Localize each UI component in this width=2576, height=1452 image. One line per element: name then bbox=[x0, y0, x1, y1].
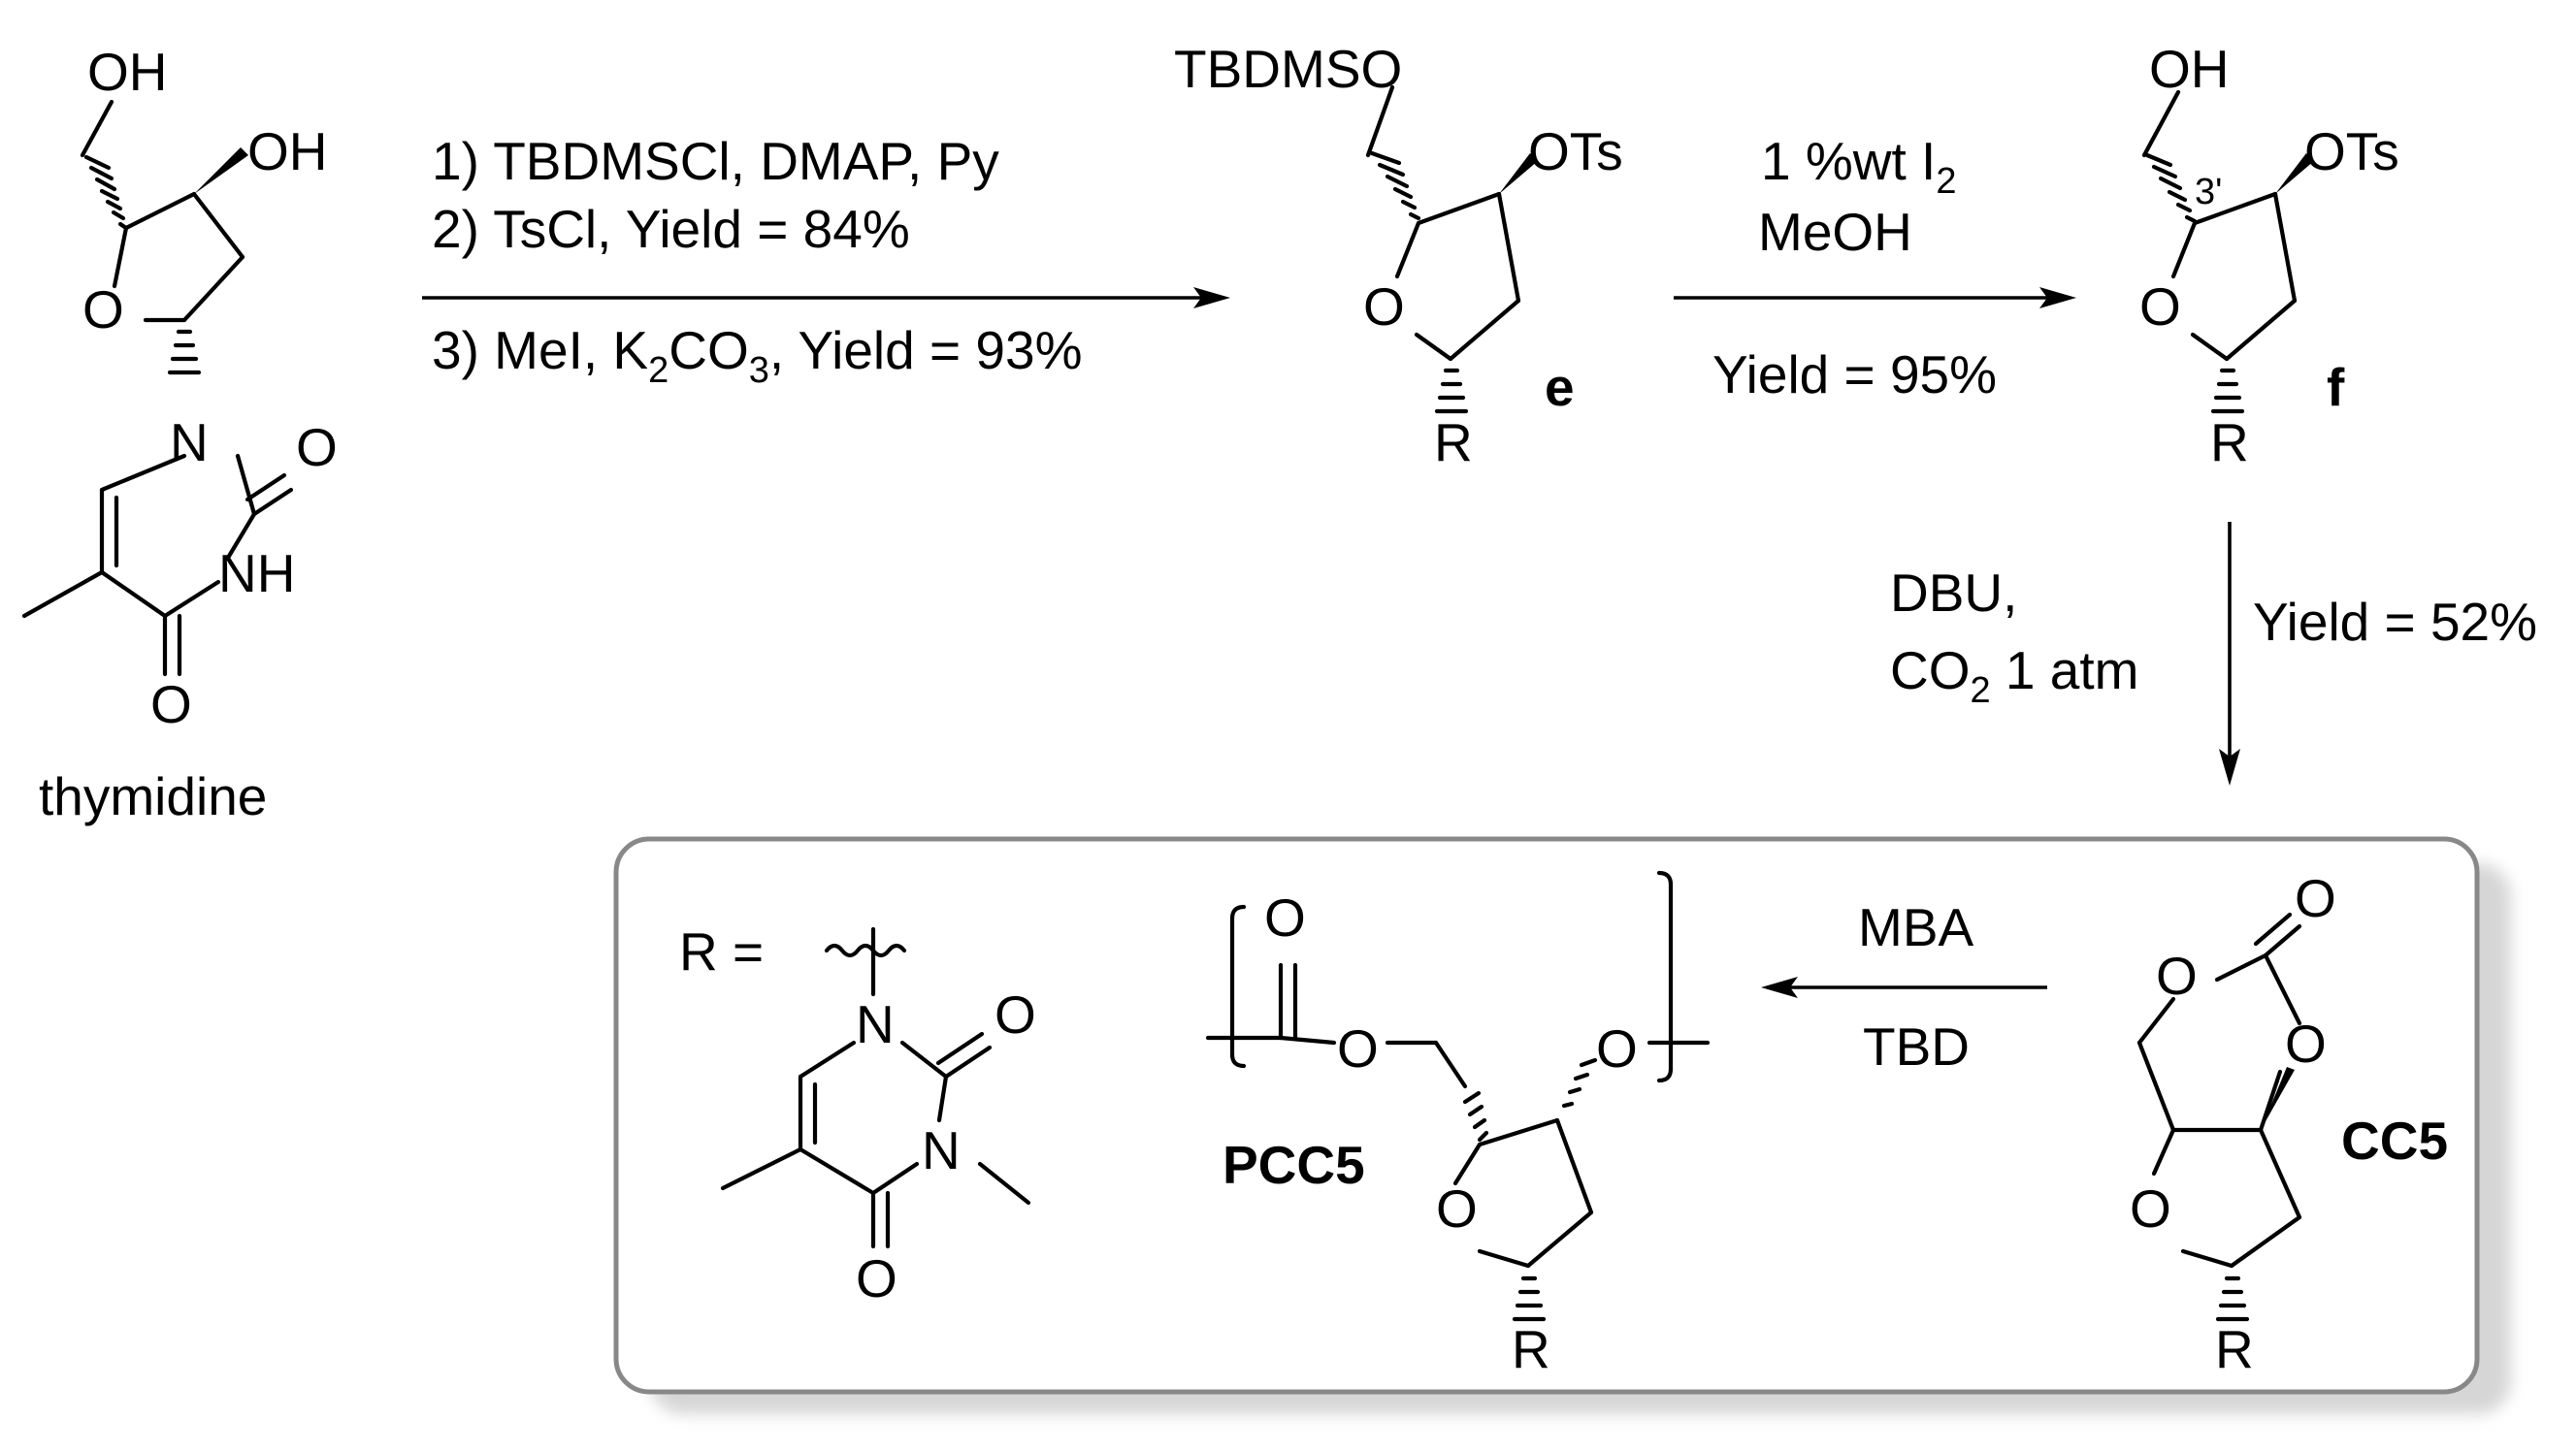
step2-solvent: MeOH bbox=[1758, 202, 1912, 262]
compound-e-structure: TBDMSO OTs O R e bbox=[1174, 39, 1623, 472]
pcc5-chain-o: O bbox=[1596, 1018, 1638, 1079]
r-group-n1: N bbox=[856, 994, 895, 1054]
e-ring-o: O bbox=[1363, 276, 1405, 337]
cc5-o-right: O bbox=[2285, 1014, 2327, 1074]
step4-reagent-bottom: TBD bbox=[1863, 1016, 1970, 1077]
e-r-group: R bbox=[1434, 412, 1473, 472]
pcc5-structure: O O O O R PCC5 bbox=[1205, 870, 1711, 1379]
thymidine-oh-3: OH bbox=[247, 121, 328, 181]
product-box bbox=[613, 836, 2480, 1395]
cc5-r-group: R bbox=[2215, 1319, 2254, 1379]
step3-yield: Yield = 52% bbox=[2253, 592, 2537, 652]
e-silyl-ether: TBDMSO bbox=[1174, 39, 1402, 99]
step1-line2: 2) TsCl, Yield = 84% bbox=[432, 199, 910, 259]
step2-arrowhead bbox=[2039, 287, 2076, 308]
step4-arrow-group: MBA TBD bbox=[1761, 897, 2047, 1077]
thymidine-label: thymidine bbox=[39, 766, 267, 826]
compound-f-structure: OH 3' OTs O R f bbox=[2139, 39, 2399, 472]
e-ots: OTs bbox=[1528, 121, 1623, 181]
step4-arrowhead bbox=[1761, 977, 1798, 998]
thymidine-o4: O bbox=[150, 674, 192, 734]
r-group-prefix: R = bbox=[679, 921, 764, 982]
thymidine-n1: N bbox=[170, 412, 209, 472]
step1-arrowhead bbox=[1193, 287, 1230, 308]
step1-line3: 3) MeI, K2CO3, Yield = 93% bbox=[432, 320, 1083, 391]
r-group-o4: O bbox=[856, 1248, 897, 1308]
pcc5-ester-o: O bbox=[1337, 1018, 1379, 1079]
cc5-o-left: O bbox=[2156, 946, 2198, 1006]
cc5-label: CC5 bbox=[2341, 1111, 2448, 1171]
f-ring-o: O bbox=[2139, 276, 2181, 337]
r-group-structure: R = N O N O bbox=[679, 921, 1036, 1308]
thymidine-o2: O bbox=[296, 417, 338, 477]
step1-arrow-group: 1) TBDMSCl, DMAP, Py 2) TsCl, Yield = 84… bbox=[422, 131, 1230, 391]
cc5-structure: O O O O R CC5 bbox=[2130, 868, 2448, 1379]
pcc5-label: PCC5 bbox=[1223, 1135, 1365, 1195]
thymidine-structure: OH OH O N O NH O thymidine bbox=[21, 42, 338, 826]
step2-arrow-group: 1 %wt I2 MeOH Yield = 95% bbox=[1674, 131, 2076, 404]
f-ots: OTs bbox=[2304, 121, 2399, 181]
pcc5-carbonyl-o: O bbox=[1264, 887, 1306, 948]
step4-reagent-top: MBA bbox=[1858, 897, 1974, 957]
f-oh: OH bbox=[2149, 39, 2230, 99]
step2-catalyst: 1 %wt I2 bbox=[1761, 131, 1956, 202]
r-group-n3: N bbox=[922, 1120, 961, 1180]
e-label: e bbox=[1545, 357, 1575, 417]
step2-yield: Yield = 95% bbox=[1712, 344, 1997, 404]
thymidine-oh-top: OH bbox=[87, 42, 168, 102]
pcc5-ring-o: O bbox=[1436, 1178, 1478, 1239]
thymidine-ring-o: O bbox=[82, 279, 124, 339]
f-r-group: R bbox=[2210, 412, 2249, 472]
step3-gas: CO2 1 atm bbox=[1890, 640, 2138, 711]
pcc5-r-group: R bbox=[1512, 1319, 1550, 1379]
r-group-o2: O bbox=[995, 984, 1036, 1045]
step3-arrowhead bbox=[2219, 749, 2240, 786]
f-position-label: 3' bbox=[2195, 172, 2222, 212]
step3-base: DBU, bbox=[1890, 563, 2017, 623]
thymidine-nh: NH bbox=[218, 543, 295, 603]
f-label: f bbox=[2327, 357, 2345, 417]
cc5-carbonyl-o: O bbox=[2295, 868, 2336, 928]
step3-arrow-group: DBU, CO2 1 atm Yield = 52% bbox=[1890, 522, 2537, 786]
cc5-ring-o: O bbox=[2130, 1178, 2171, 1239]
step1-line1: 1) TBDMSCl, DMAP, Py bbox=[432, 131, 999, 191]
